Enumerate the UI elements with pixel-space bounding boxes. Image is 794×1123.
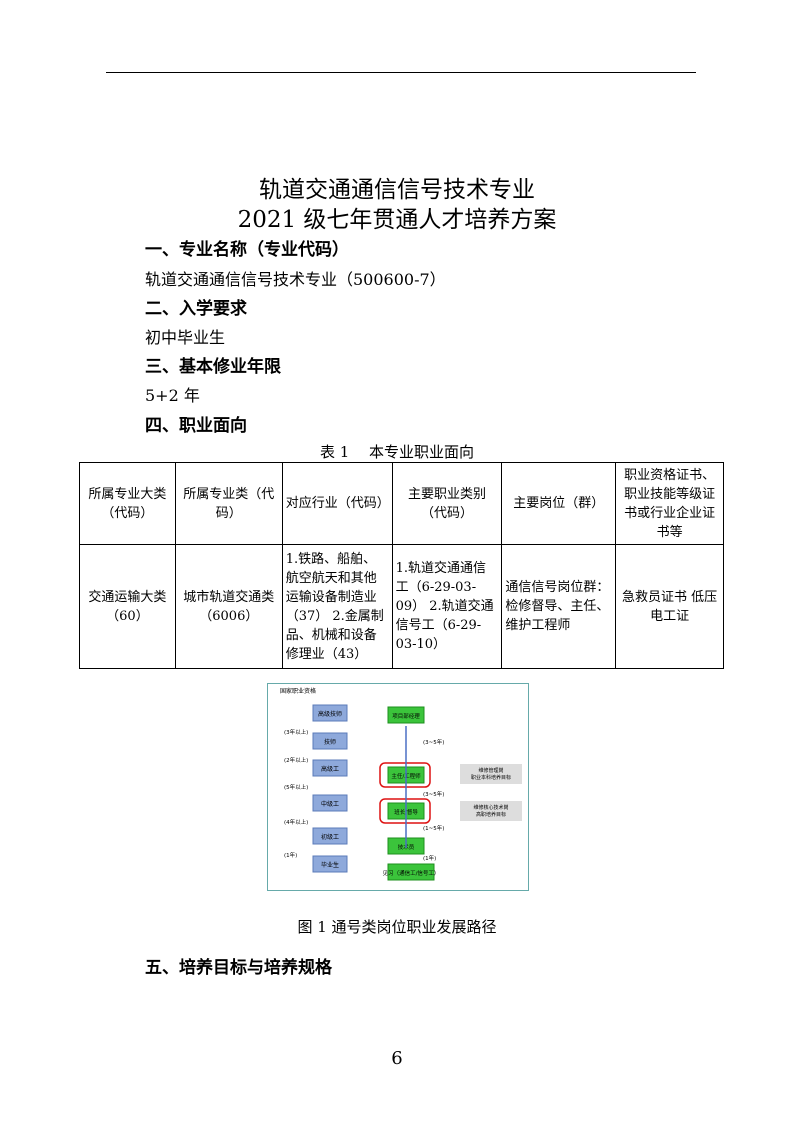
table-cell: 交通运输大类（60） (79, 544, 176, 669)
table-caption: 表 1 本专业职业面向 (319, 443, 475, 461)
left-year-label: (1年) (284, 851, 297, 859)
table-header-cell: 职业资格证书、职业技能等级证书或行业企业证书等 (615, 462, 724, 545)
table-header-cell: 对应行业（代码） (281, 462, 393, 545)
left-level-box (312, 794, 348, 812)
doc-title-line2: 2021 级七年贯通人才培养方案 (237, 207, 557, 233)
right-year-label: (1~5年) (423, 824, 444, 832)
left-year-label: (2年以上) (284, 756, 308, 764)
note-box (460, 764, 522, 784)
section-heading-3: 三、基本修业年限 (145, 357, 281, 377)
right-level-label: 项目部经理 (392, 712, 420, 720)
figure-caption: 图 1 通号类岗位职业发展路径 (297, 918, 497, 936)
career-path-figure: 国家职业资格 高级技师技师高级工中级工初级工毕业生 (3年以上) (2年以上) (5年… (267, 683, 529, 891)
left-level-box (312, 855, 348, 873)
left-level-label: 高级工 (321, 765, 339, 773)
figure-header: 国家职业资格 (280, 687, 316, 695)
table-header-cell: 主要岗位（群） (501, 462, 617, 545)
left-level-box (312, 732, 348, 750)
page-number: 6 (391, 1048, 403, 1069)
right-level-box (387, 706, 425, 724)
table-header-cell: 所属专业大类（代码） (79, 462, 176, 545)
highlight-box (379, 798, 431, 824)
left-level-label: 高级技师 (318, 710, 342, 718)
table-row: 交通运输大类（60） 城市轨道交通类（6006） 1.铁路、船舶、航空航天和其他… (79, 544, 724, 669)
section-heading-5: 五、培养目标与培养规格 (145, 958, 332, 978)
right-year-label: (3~5年) (423, 738, 444, 746)
table-header-cell: 主要职业类别（代码） (391, 462, 503, 545)
note-box (460, 801, 522, 821)
note-label: 高职培养目标 (476, 811, 506, 818)
right-level-box (387, 863, 435, 881)
right-level-label: 见习（通信工/信号工） (383, 869, 440, 877)
left-year-label: (3年以上) (284, 728, 308, 736)
table-header-row: 所属专业大类（代码） 所属专业类（代码） 对应行业（代码） 主要职业类别（代码）… (79, 462, 724, 545)
highlight-box (379, 762, 431, 788)
left-level-box (312, 704, 348, 722)
left-level-label: 初级工 (321, 833, 339, 841)
left-year-label: (5年以上) (284, 783, 308, 791)
left-level-label: 毕业生 (321, 861, 339, 869)
right-year-label: (1年) (423, 854, 436, 862)
left-year-label: (4年以上) (284, 818, 308, 826)
career-table: 所属专业大类（代码） 所属专业类（代码） 对应行业（代码） 主要职业类别（代码）… (79, 462, 724, 669)
table-header-cell: 所属专业类（代码） (174, 462, 283, 545)
header-rule (106, 72, 696, 73)
left-level-box (312, 827, 348, 845)
table-cell: 1.铁路、船舶、航空航天和其他运输设备制造业（37） 2.金属制品、机械和设备修… (281, 544, 393, 669)
table-cell: 城市轨道交通类（6006） (174, 544, 283, 669)
note-label: 维修核心技术岗 (473, 804, 508, 811)
note-label: 维修管理岗 (478, 767, 503, 774)
left-level-label: 中级工 (321, 800, 339, 808)
table-cell: 急救员证书 低压电工证 (615, 544, 724, 669)
section-body-1: 轨道交通通信信号技术专业（500600-7） (145, 270, 446, 289)
section-heading-4: 四、职业面向 (145, 416, 247, 436)
section-heading-1: 一、专业名称（专业代码） (145, 240, 349, 260)
doc-title-line1: 轨道交通通信信号技术专业 (259, 177, 535, 203)
note-label: 职业本科培养目标 (471, 774, 511, 781)
section-heading-2: 二、入学要求 (145, 299, 247, 319)
left-level-label: 技师 (324, 738, 336, 746)
table-cell: 通信信号岗位群：检修督导、主任、维护工程师 (501, 544, 617, 669)
section-body-2: 初中毕业生 (145, 328, 226, 347)
left-level-box (312, 759, 348, 777)
table-cell: 1.轨道交通通信工（6-29-03-09） 2.轨道交通信号工（6-29-03-… (391, 544, 503, 669)
right-year-label: (3~5年) (423, 790, 444, 798)
section-body-3: 5+2 年 (145, 386, 200, 405)
